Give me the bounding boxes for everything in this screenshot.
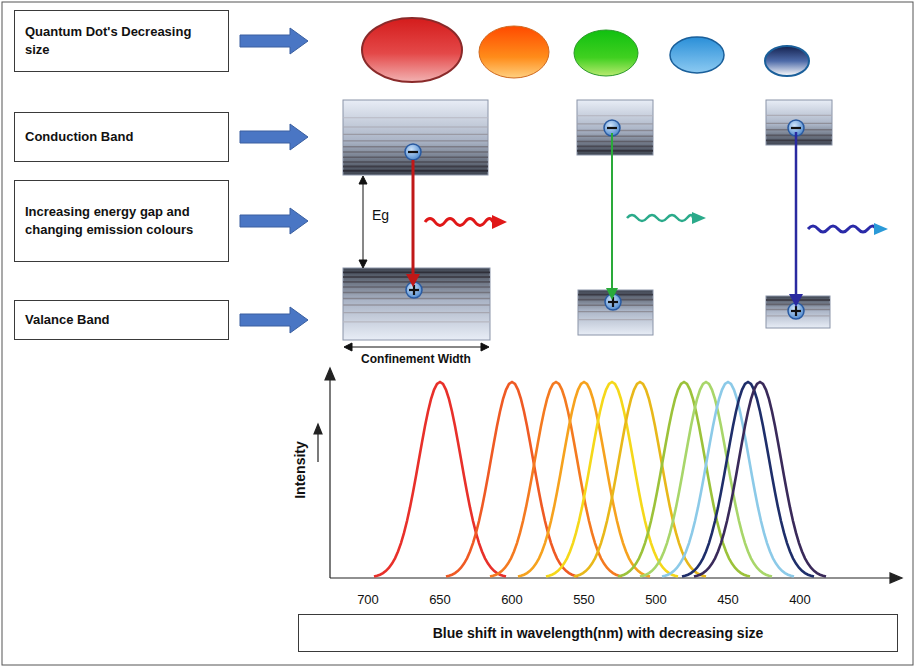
gap-symbol: Eg [372, 207, 389, 223]
box-text: Conduction Band [25, 128, 133, 146]
axis-tick: 600 [501, 592, 523, 607]
caption-box: Blue shift in wavelength(nm) with decrea… [298, 614, 898, 652]
box-text: Valance Band [25, 311, 110, 329]
emission-spectra [374, 382, 826, 577]
size-label-box: Quantum Dot's Decreasing size [14, 10, 229, 72]
dimension-label: Confinement Width [361, 352, 471, 366]
axis-tick: 650 [429, 592, 451, 607]
band-label-box: Valance Band [14, 300, 229, 340]
quantum-dots [362, 18, 809, 82]
dimension-arrows [344, 176, 489, 351]
box-text: Blue shift in wavelength(nm) with decrea… [433, 624, 764, 643]
axis-tick: 700 [357, 592, 379, 607]
axis-tick: 550 [573, 592, 595, 607]
gap-label-box: Increasing energy gap and changing emiss… [14, 180, 229, 262]
box-text: Quantum Dot's Decreasing size [25, 23, 218, 58]
band-label-box: Conduction Band [14, 112, 229, 162]
axis-title: Intensity [292, 441, 308, 499]
block-arrows [240, 28, 308, 333]
box-text: Increasing energy gap and changing emiss… [25, 203, 218, 238]
transitions [406, 132, 888, 307]
energy-bands [343, 100, 832, 340]
axis-tick: 400 [789, 592, 811, 607]
chart-axes [314, 368, 902, 583]
axis-tick: 450 [717, 592, 739, 607]
axis-tick: 500 [645, 592, 667, 607]
